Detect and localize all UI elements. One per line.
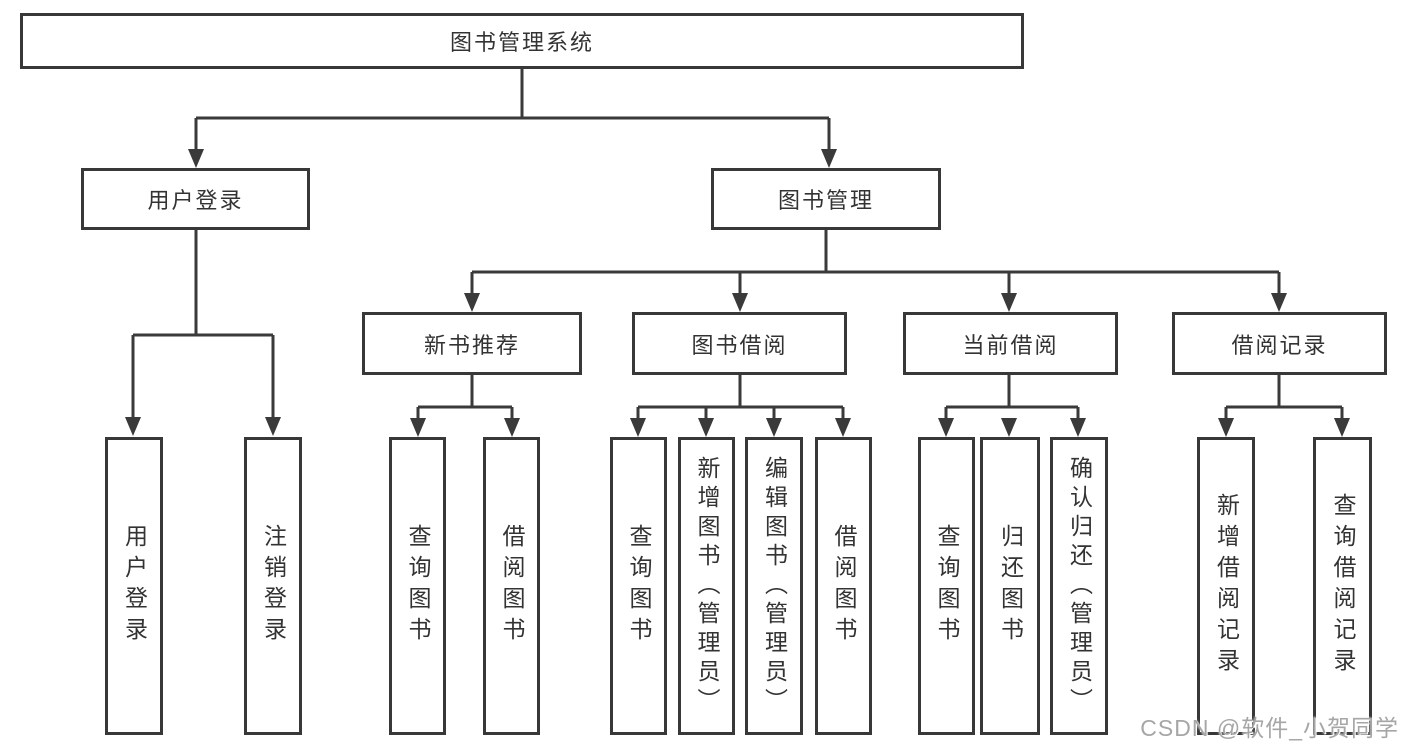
node-book-management: 图书管理 — [711, 168, 941, 230]
leaf-borrow-book-2: 借阅图书 — [815, 437, 872, 735]
node-borrow-records-label: 借阅记录 — [1231, 332, 1328, 358]
leaf-query-borrow-record-label: 查询借阅记录 — [1330, 493, 1356, 679]
csdn-watermark: CSDN @软件_小贺同学 — [1140, 715, 1399, 741]
leaf-borrow-book-1-label: 借阅图书 — [499, 524, 525, 648]
leaf-query-book-3: 查询图书 — [918, 437, 975, 735]
leaf-return-book-label: 归还图书 — [997, 524, 1024, 648]
node-current-borrow-label: 当前借阅 — [962, 332, 1059, 358]
leaf-add-book-admin-label: 新增图书（管理员） — [694, 455, 720, 717]
node-root: 图书管理系统 — [20, 13, 1024, 69]
node-root-label: 图书管理系统 — [449, 30, 594, 55]
leaf-user-login-label: 用户登录 — [121, 524, 148, 648]
connector-book-borrow — [630, 375, 851, 437]
node-current-borrow: 当前借阅 — [903, 312, 1118, 375]
node-book-borrow-label: 图书借阅 — [691, 332, 788, 358]
connector-new-book-recommend — [410, 375, 520, 437]
node-book-borrow: 图书借阅 — [632, 312, 847, 375]
leaf-borrow-book-2-label: 借阅图书 — [831, 524, 857, 648]
leaf-edit-book-admin-label: 编辑图书（管理员） — [761, 455, 788, 717]
leaf-add-borrow-record-label: 新增借阅记录 — [1213, 493, 1240, 679]
connector-current-borrow — [938, 375, 1086, 437]
leaf-add-borrow-record: 新增借阅记录 — [1197, 437, 1255, 735]
connector-user-login — [125, 230, 281, 436]
leaf-query-book-2-label: 查询图书 — [626, 524, 652, 648]
node-user-login-label: 用户登录 — [147, 188, 244, 213]
connector-root — [188, 69, 837, 168]
leaf-borrow-book-1: 借阅图书 — [483, 437, 540, 735]
leaf-confirm-return-admin-label: 确认归还（管理员） — [1066, 455, 1093, 717]
leaf-logout: 注销登录 — [244, 437, 302, 735]
leaf-edit-book-admin: 编辑图书（管理员） — [745, 437, 803, 735]
node-book-management-label: 图书管理 — [777, 188, 874, 213]
node-user-login: 用户登录 — [81, 168, 310, 230]
connector-borrow-records — [1218, 375, 1350, 437]
leaf-query-book-2: 查询图书 — [610, 437, 667, 735]
leaf-return-book: 归还图书 — [980, 437, 1040, 735]
leaf-query-book-3-label: 查询图书 — [934, 524, 960, 648]
leaf-query-book-1-label: 查询图书 — [405, 524, 431, 648]
connector-book-management — [464, 230, 1287, 312]
leaf-logout-label: 注销登录 — [260, 524, 287, 648]
node-new-book-recommend: 新书推荐 — [362, 312, 582, 375]
leaf-user-login: 用户登录 — [105, 437, 163, 735]
node-new-book-recommend-label: 新书推荐 — [423, 332, 520, 358]
node-borrow-records: 借阅记录 — [1172, 312, 1387, 375]
leaf-add-book-admin: 新增图书（管理员） — [678, 437, 735, 735]
leaf-query-borrow-record: 查询借阅记录 — [1313, 437, 1372, 735]
leaf-query-book-1: 查询图书 — [389, 437, 446, 735]
leaf-confirm-return-admin: 确认归还（管理员） — [1050, 437, 1108, 735]
